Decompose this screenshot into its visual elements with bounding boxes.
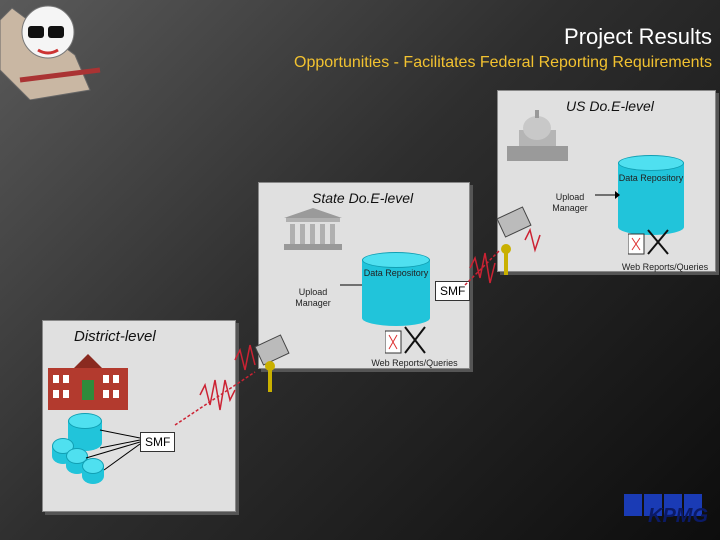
web-reports-icon: [628, 229, 669, 255]
us-data-repository-label: Data Repository: [618, 172, 684, 183]
web-reports-icon: [385, 326, 426, 354]
state-building-icon: [284, 208, 342, 250]
district-database-1: [68, 413, 102, 451]
state-smf-box: SMF: [435, 281, 471, 301]
state-web-reports-label: Web Reports/Queries: [371, 358, 458, 368]
capitol-building-icon: [507, 110, 568, 161]
district-smf-box: SMF: [140, 432, 176, 452]
page-title: Project Results: [564, 24, 712, 49]
page-subtitle: Opportunities - Facilitates Federal Repo…: [294, 54, 712, 71]
state-level-label: State Do.E-level: [312, 190, 414, 206]
us-level-label: US Do.E-level: [566, 98, 654, 114]
state-upload-manager-label: Upload Manager: [295, 287, 331, 308]
state-data-repository: Data Repository: [362, 252, 430, 326]
kpmg-logo: KPMG: [648, 505, 708, 527]
us-data-repository: Data Repository: [618, 155, 684, 235]
district-database-4: [82, 458, 104, 484]
us-upload-manager-label: Upload Manager: [552, 192, 588, 213]
state-data-repository-label: Data Repository: [363, 268, 429, 279]
district-level-label: District-level: [74, 328, 156, 345]
us-web-reports-label: Web Reports/Queries: [621, 262, 709, 272]
arrow-icon: [595, 191, 620, 199]
mascot-logo-icon: [0, 5, 101, 100]
kpmg-logo-blocks: [624, 494, 702, 516]
school-building-icon: [48, 354, 128, 410]
